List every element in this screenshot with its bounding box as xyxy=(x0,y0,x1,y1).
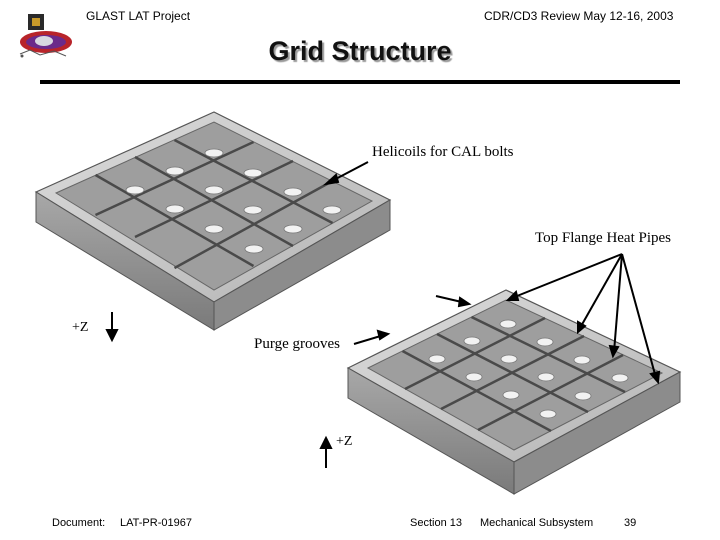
callout-heat-pipes: Top Flange Heat Pipes xyxy=(535,230,672,246)
title-rule xyxy=(40,80,680,84)
glast-logo xyxy=(14,10,74,62)
page-number: 39 xyxy=(624,517,637,529)
grid-lower xyxy=(346,289,682,495)
axis-label-left: +Z xyxy=(72,320,89,335)
arrow-up-icon xyxy=(319,435,333,468)
document-id: LAT-PR-01967 xyxy=(120,517,192,529)
callout-purge-grooves: Purge grooves xyxy=(254,336,340,352)
callout-helicoils: Helicoils for CAL bolts xyxy=(372,144,514,160)
slide-title: Grid Structure xyxy=(268,36,452,66)
section-number: Section 13 xyxy=(410,517,462,529)
subsystem-name: Mechanical Subsystem xyxy=(480,517,594,529)
axis-label-right: +Z xyxy=(336,434,353,449)
project-name: GLAST LAT Project xyxy=(86,9,191,23)
callout-leaders xyxy=(322,161,661,385)
review-date: CDR/CD3 Review May 12-16, 2003 xyxy=(484,9,674,23)
document-label: Document: xyxy=(52,517,106,529)
arrow-down-icon xyxy=(105,312,119,343)
grid-upper xyxy=(34,111,392,331)
